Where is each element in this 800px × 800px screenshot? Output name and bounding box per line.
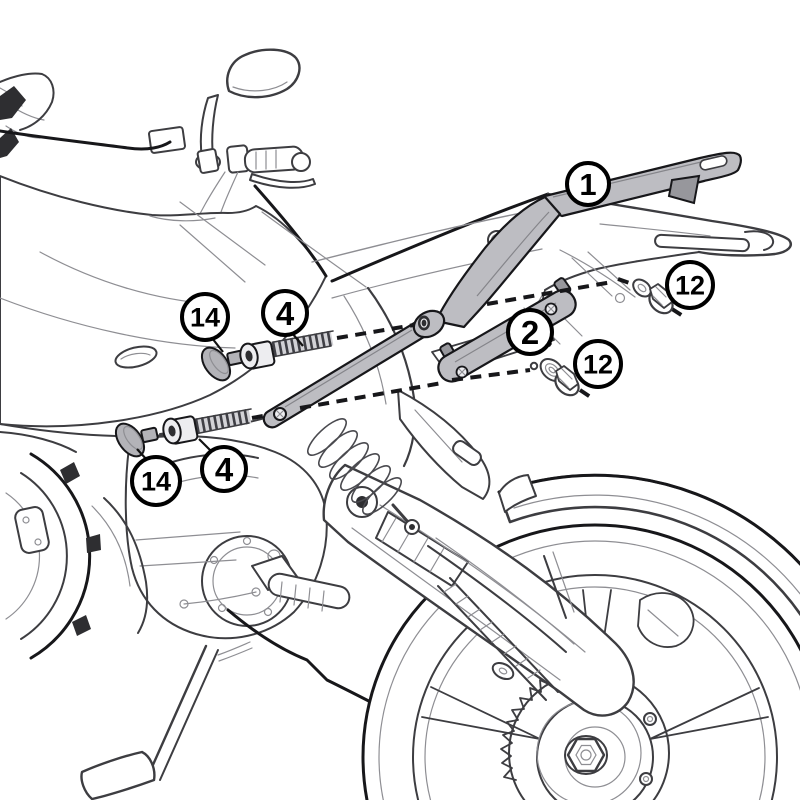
callout-circle	[506, 308, 554, 356]
cover-cap-14b-icon	[114, 422, 169, 458]
rack-kit-parts	[262, 151, 742, 429]
callout-circle	[180, 292, 230, 342]
flanged-bolt-12b-icon	[529, 358, 580, 397]
tank-emblem	[114, 345, 158, 369]
socket-screw-4b-icon	[162, 408, 252, 445]
bar-end-weight	[291, 152, 311, 172]
rider-footpeg	[267, 572, 351, 610]
callout-2-1: 2	[506, 308, 554, 356]
callout-circle	[200, 445, 248, 493]
callout-circle	[261, 289, 309, 337]
callout-14-6: 14	[130, 455, 182, 507]
leader-line-3	[198, 438, 212, 452]
callout-label: 12	[675, 271, 705, 301]
callout-12-2: 12	[665, 260, 715, 310]
callout-label: 14	[190, 303, 220, 333]
callout-label: 12	[583, 350, 613, 380]
callout-circle	[565, 161, 611, 207]
callout-4-7: 4	[200, 445, 248, 493]
rear-shock	[307, 418, 420, 535]
axle-nut	[566, 737, 606, 773]
side-stand-foot	[80, 750, 156, 800]
callout-label: 2	[521, 314, 539, 351]
callout-label: 4	[215, 451, 234, 488]
callout-label: 4	[276, 295, 295, 332]
exhaust-header	[103, 497, 149, 634]
front-wheel	[0, 431, 101, 660]
callout-4-5: 4	[261, 289, 309, 337]
callout-label: 1	[579, 167, 596, 202]
socket-screw-4a-icon	[239, 330, 334, 370]
drive-chain	[437, 577, 559, 701]
rear-fender	[497, 473, 800, 619]
rear-rim	[412, 574, 778, 800]
motorcycle-line-art	[0, 48, 800, 800]
callout-12-3: 12	[573, 339, 623, 389]
callout-1-0: 1	[565, 161, 611, 207]
hardware	[114, 278, 674, 458]
axis-dashed-lines	[251, 277, 688, 420]
brake-lever	[249, 173, 316, 189]
front-cowl-and-mirror	[0, 48, 316, 233]
callout-circle	[573, 339, 623, 389]
callout-label: 14	[141, 467, 171, 497]
grab-slot	[654, 233, 750, 253]
rear-brake-caliper	[637, 592, 695, 648]
callout-circle	[130, 455, 182, 507]
mirror-stalk	[199, 94, 219, 159]
callout-14-4: 14	[180, 292, 230, 342]
callout-circle	[665, 260, 715, 310]
passenger-footpeg	[452, 440, 482, 466]
